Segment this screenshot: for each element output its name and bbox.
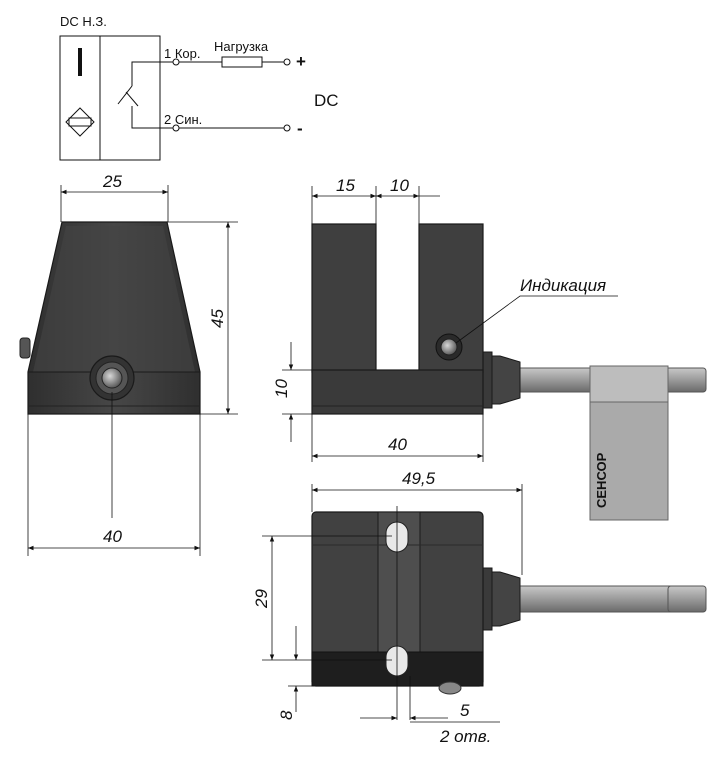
load-resistor: [221, 56, 263, 68]
left-arm: [311, 223, 377, 373]
dim-top-width: 25: [102, 172, 122, 191]
inductive-sensor-icon: [65, 107, 95, 137]
sensor-type-symbol: [78, 48, 82, 76]
schematic-title: DC Н.З.: [60, 14, 107, 29]
dim-slot-width: 10: [390, 176, 409, 195]
supply-label: DC: [314, 91, 339, 110]
indicator-label: Индикация: [520, 276, 606, 295]
cable-tag: СЕНСОР: [589, 365, 669, 521]
dim-height: 45: [208, 309, 227, 328]
dim-base-width: 40: [103, 527, 122, 546]
dim-side-length: 40: [388, 435, 407, 454]
dim-hole-diameter: 5: [460, 701, 470, 720]
cable-gland-icon: [101, 367, 123, 389]
dim-overall-length: 49,5: [402, 469, 436, 488]
wiring-schematic: DC Н.З. 1 Кор. 2 Син. Нагрузка +: [59, 14, 339, 161]
load-label: Нагрузка: [214, 39, 269, 54]
dim-hole-spacing: 29: [252, 589, 271, 609]
pin2-label: 2 Син.: [164, 112, 202, 127]
top-view: 49,5 29 8 5 2 отв.: [252, 469, 707, 746]
plus-terminal: +: [296, 52, 306, 71]
pin1-label: 1 Кор.: [164, 46, 201, 61]
side-view: 15 10 СЕНСОР Индикация 10: [272, 176, 707, 521]
tag-text: СЕНСОР: [594, 452, 609, 508]
front-view: 25 45 40: [19, 172, 238, 556]
switch-contact: [117, 61, 173, 129]
sensor-block: [59, 35, 161, 161]
hole-count: 2 отв.: [439, 727, 491, 746]
minus-terminal: -: [297, 119, 303, 138]
indicator-led-icon: [440, 338, 458, 356]
dim-edge-offset: 8: [277, 710, 296, 720]
dim-arm-width: 15: [336, 176, 355, 195]
dim-base-height: 10: [272, 379, 291, 398]
side-base: [311, 369, 484, 415]
